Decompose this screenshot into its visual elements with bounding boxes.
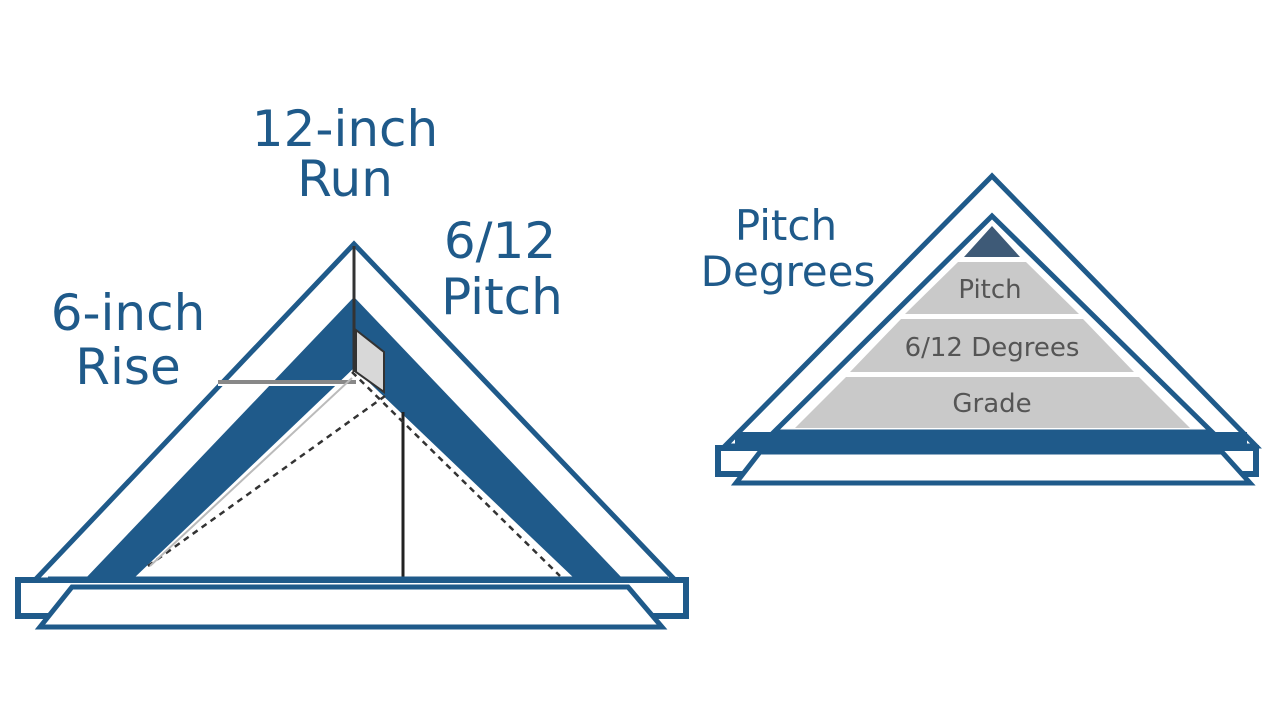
band-label-degrees: 6/12 Degrees [905,333,1080,363]
left-dashed-rise [147,394,386,568]
rise-label-line2: Rise [75,338,180,396]
right-base-strip [735,432,1247,446]
pitch-label-line2: Pitch [441,268,563,326]
right-title-line2: Degrees [701,247,876,296]
left-inner-cavity [146,368,562,576]
band-label-grade: Grade [952,389,1031,419]
right-title-line1: Pitch [735,201,837,250]
right-apex-band [964,226,1020,257]
right-band-pitch [905,262,1079,314]
rise-label-line1: 6-inch [51,284,206,342]
left-labels: 12-inch Run 6/12 Pitch 6-inch Rise [51,100,563,396]
left-rafter-right [354,297,624,580]
pitch-label-line1: 6/12 [444,212,556,270]
left-apex-gusset [355,327,385,394]
left-base-plate [34,584,668,630]
run-label-line2: Run [297,150,393,208]
left-rafter-left [84,297,354,580]
right-pyramid [715,172,1262,486]
left-dashed-slope [351,371,561,577]
right-band-degrees [850,319,1134,372]
right-band-grade [795,377,1190,428]
right-band-labels: Pitch 6/12 Degrees Grade [905,275,1080,419]
right-base-plate [730,449,1256,486]
run-label-line1: 12-inch [252,100,438,158]
band-label-pitch: Pitch [958,275,1021,305]
right-title: Pitch Degrees [701,201,876,296]
left-truss [15,240,689,630]
